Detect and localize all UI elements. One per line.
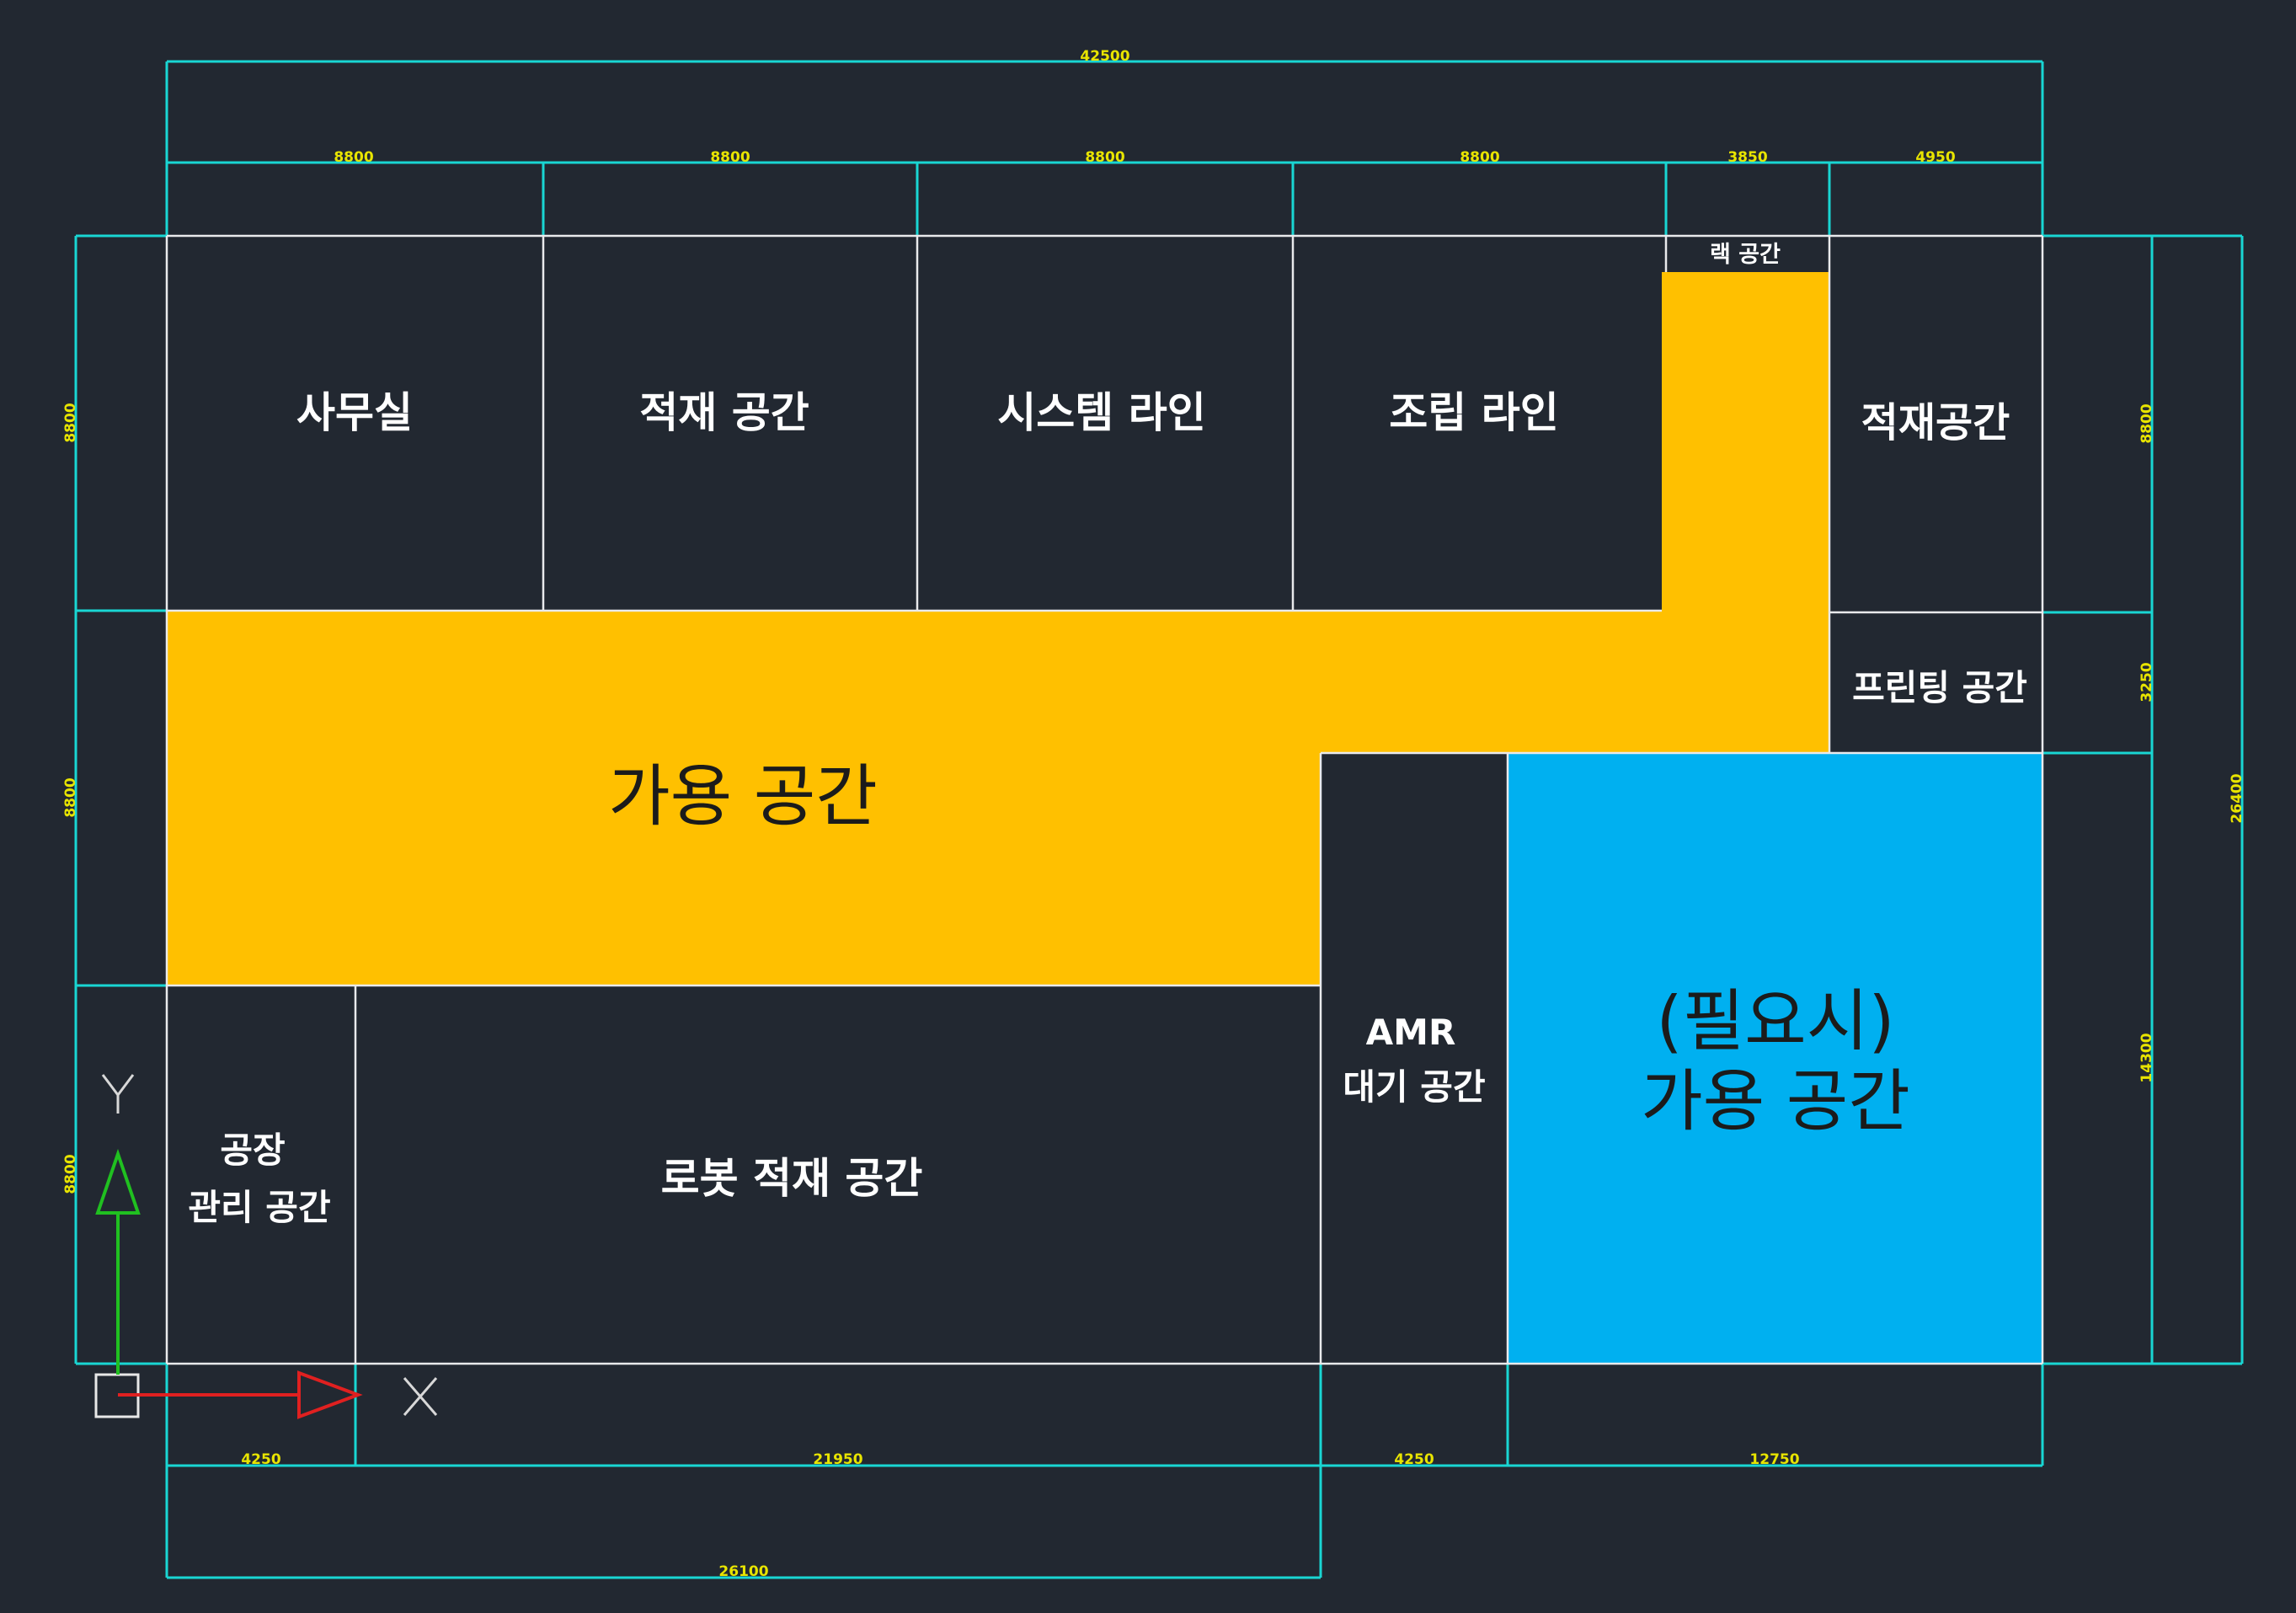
dim-top-6: 4950 — [1915, 149, 1955, 166]
room-assembly-line: 조립 라인 — [1389, 388, 1558, 437]
dim-right-total: 26400 — [2229, 773, 2245, 823]
optional-space-label-2: 가용 공간 — [1641, 1062, 1910, 1140]
room-labels: 사무실 적재 공간 시스템 라인 조립 라인 랙 공간 적재공간 프린팅 공간 … — [188, 242, 2027, 1228]
dim-top-4: 8800 — [1460, 149, 1499, 166]
room-system-line: 시스템 라인 — [997, 388, 1205, 437]
dim-bottom-4: 12750 — [1749, 1451, 1799, 1468]
room-storage-1: 적재 공간 — [639, 388, 809, 437]
room-rack-space: 랙 공간 — [1710, 242, 1781, 268]
y-axis-arrow — [95, 1148, 141, 1215]
dim-bottom-1: 4250 — [241, 1451, 280, 1468]
dim-bottom-3: 4250 — [1394, 1451, 1434, 1468]
ucs-axis-icon — [94, 1074, 438, 1419]
room-robot-storage: 로봇 적재 공간 — [661, 1154, 923, 1203]
dim-left-2: 8800 — [62, 777, 79, 817]
x-axis-arrow — [297, 1370, 363, 1419]
dim-right-3: 14300 — [2138, 1033, 2155, 1082]
dim-bottom-total: 26100 — [718, 1563, 768, 1580]
dim-left-1: 8800 — [62, 403, 79, 442]
x-axis-letter — [403, 1377, 438, 1416]
dim-bottom-2: 21950 — [813, 1451, 862, 1468]
dimension-lines — [74, 60, 2244, 1579]
dim-top-1: 8800 — [334, 149, 373, 166]
dim-right-1: 8800 — [2138, 403, 2155, 443]
zone-labels: 가용 공간 (필요시) 가용 공간 — [608, 757, 1910, 1140]
dim-top-5: 3850 — [1727, 149, 1767, 166]
room-storage-2: 적재공간 — [1861, 399, 2010, 446]
dim-top-total: 42500 — [1080, 48, 1129, 65]
room-amr-waiting: 대기 공간 — [1343, 1066, 1485, 1108]
dim-left-3: 8800 — [62, 1154, 79, 1194]
room-office: 사무실 — [296, 388, 413, 437]
y-axis-letter — [101, 1074, 135, 1114]
optional-space-label-1: (필요시) — [1656, 982, 1894, 1060]
room-amr-title: AMR — [1366, 1012, 1456, 1053]
usable-space-zone — [167, 272, 1829, 985]
optional-usable-space-zone — [1508, 753, 2042, 1364]
room-walls — [165, 234, 2044, 1365]
dim-right-2: 3250 — [2138, 662, 2155, 702]
dimension-labels: 42500 8800 8800 8800 8800 3850 4950 8800… — [62, 48, 2245, 1580]
room-printing-space: 프린팅 공간 — [1852, 667, 2027, 708]
room-factory-title: 공장 — [220, 1130, 285, 1171]
room-factory-management: 관리 공간 — [188, 1187, 330, 1228]
dim-top-3: 8800 — [1085, 149, 1124, 166]
dim-top-2: 8800 — [710, 149, 750, 166]
usable-space-label: 가용 공간 — [608, 757, 878, 836]
